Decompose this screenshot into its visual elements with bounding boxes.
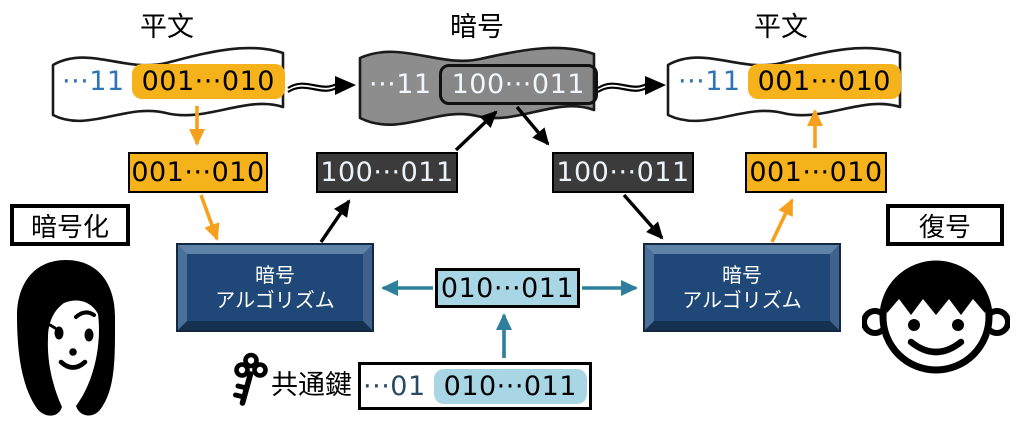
key-doc-highlight: 010···011 (433, 368, 587, 404)
cipher-bits-block-right: 100···011 (552, 152, 694, 193)
plaintext-left-prefix: ···11 (62, 66, 125, 97)
plaintext-right-prefix: ···11 (678, 66, 741, 97)
cipher-prefix: ···11 (369, 69, 432, 100)
plaintext-left-label: 平文 (140, 12, 194, 43)
algorithm-line2: アルゴリズム (682, 287, 802, 312)
common-key-label: 共通鍵 (271, 370, 352, 401)
cipher-bits-block-left: 100···011 (316, 152, 458, 193)
plaintext-right-label: 平文 (754, 12, 808, 43)
plain-bits-block-right: 001···010 (745, 152, 887, 193)
key-icon (233, 352, 268, 406)
plaintext-right-highlight: 001···010 (747, 64, 901, 99)
encryption-algorithm-box: 暗号 アルゴリズム (176, 243, 374, 332)
algorithm-line2: アルゴリズム (215, 287, 335, 312)
key-doc-prefix: ···01 (363, 370, 426, 402)
algorithm-line1: 暗号 (255, 262, 295, 287)
cipher-doc-shape (358, 46, 596, 127)
plaintext-doc-right-content: ···11 001···010 (678, 64, 901, 99)
woman-face-icon (17, 260, 116, 416)
plaintext-doc-left-content: ···11 001···010 (62, 64, 285, 99)
plaintext-left-highlight: 001···010 (131, 64, 285, 99)
cipher-doc-content: ···11 100···011 (369, 64, 598, 105)
key-value-box: 010···011 (435, 268, 580, 308)
decryption-label: 復号 (886, 204, 1004, 246)
eyelash (48, 323, 57, 330)
ciphertext-label: 暗号 (450, 12, 504, 43)
plain-bits-block-left: 001···010 (128, 152, 268, 193)
encryption-label: 暗号化 (10, 204, 130, 246)
decryption-algorithm-box: 暗号 アルゴリズム (643, 243, 841, 332)
cipher-highlight: 100···011 (438, 64, 598, 105)
key-document-box: ···01 010···011 (358, 362, 592, 410)
algorithm-line1: 暗号 (722, 262, 762, 287)
boy-face-icon (862, 260, 1010, 374)
eyebrow (74, 310, 96, 319)
